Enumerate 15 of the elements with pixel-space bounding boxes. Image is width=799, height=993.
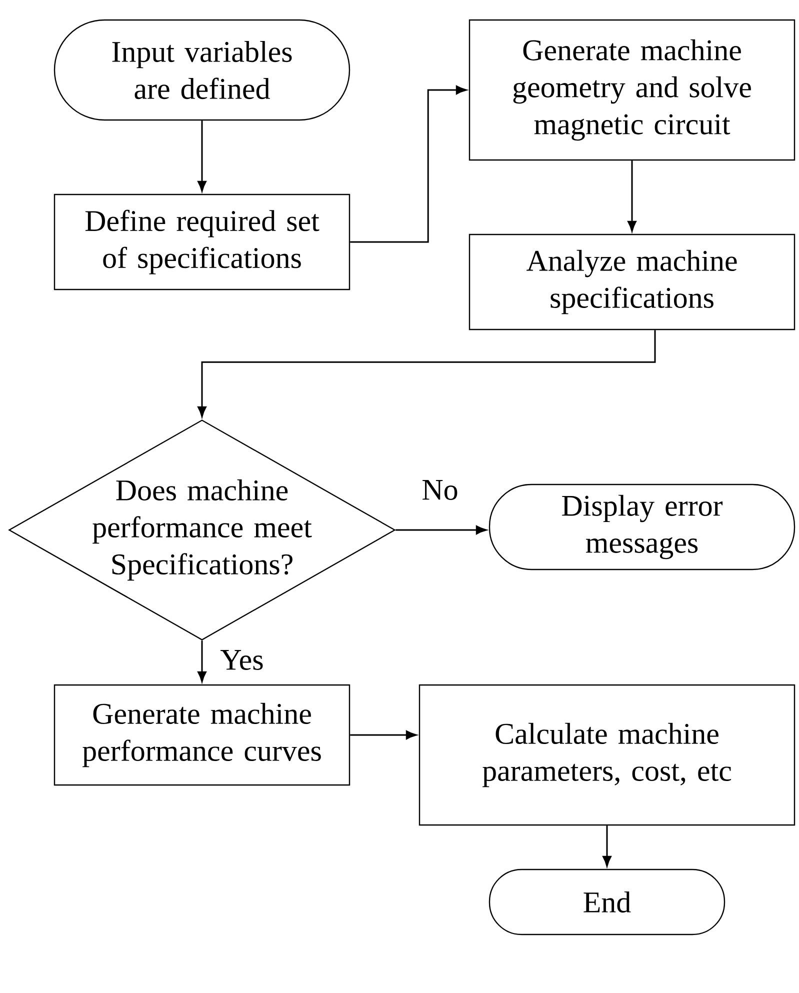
process-box: Calculate machine parameters, cost, etc: [418, 684, 796, 826]
arrow: [396, 526, 487, 534]
edge-label: Yes: [219, 649, 265, 671]
process-box: Generate machine geometry and solve magnetic circuit: [468, 19, 796, 161]
process-box: Define required set of specifications: [54, 194, 350, 290]
arrow: [350, 730, 417, 740]
process-box: Analyze machine specifications: [468, 234, 796, 330]
process-box: Generate machine performance curves: [54, 684, 350, 786]
arrow: [350, 86, 467, 243]
arrow: [198, 330, 656, 418]
arrow: [198, 120, 206, 192]
edge-label: No: [420, 479, 460, 501]
arrow: [628, 160, 636, 232]
arrow: [602, 826, 612, 867]
arrow: [198, 640, 206, 682]
